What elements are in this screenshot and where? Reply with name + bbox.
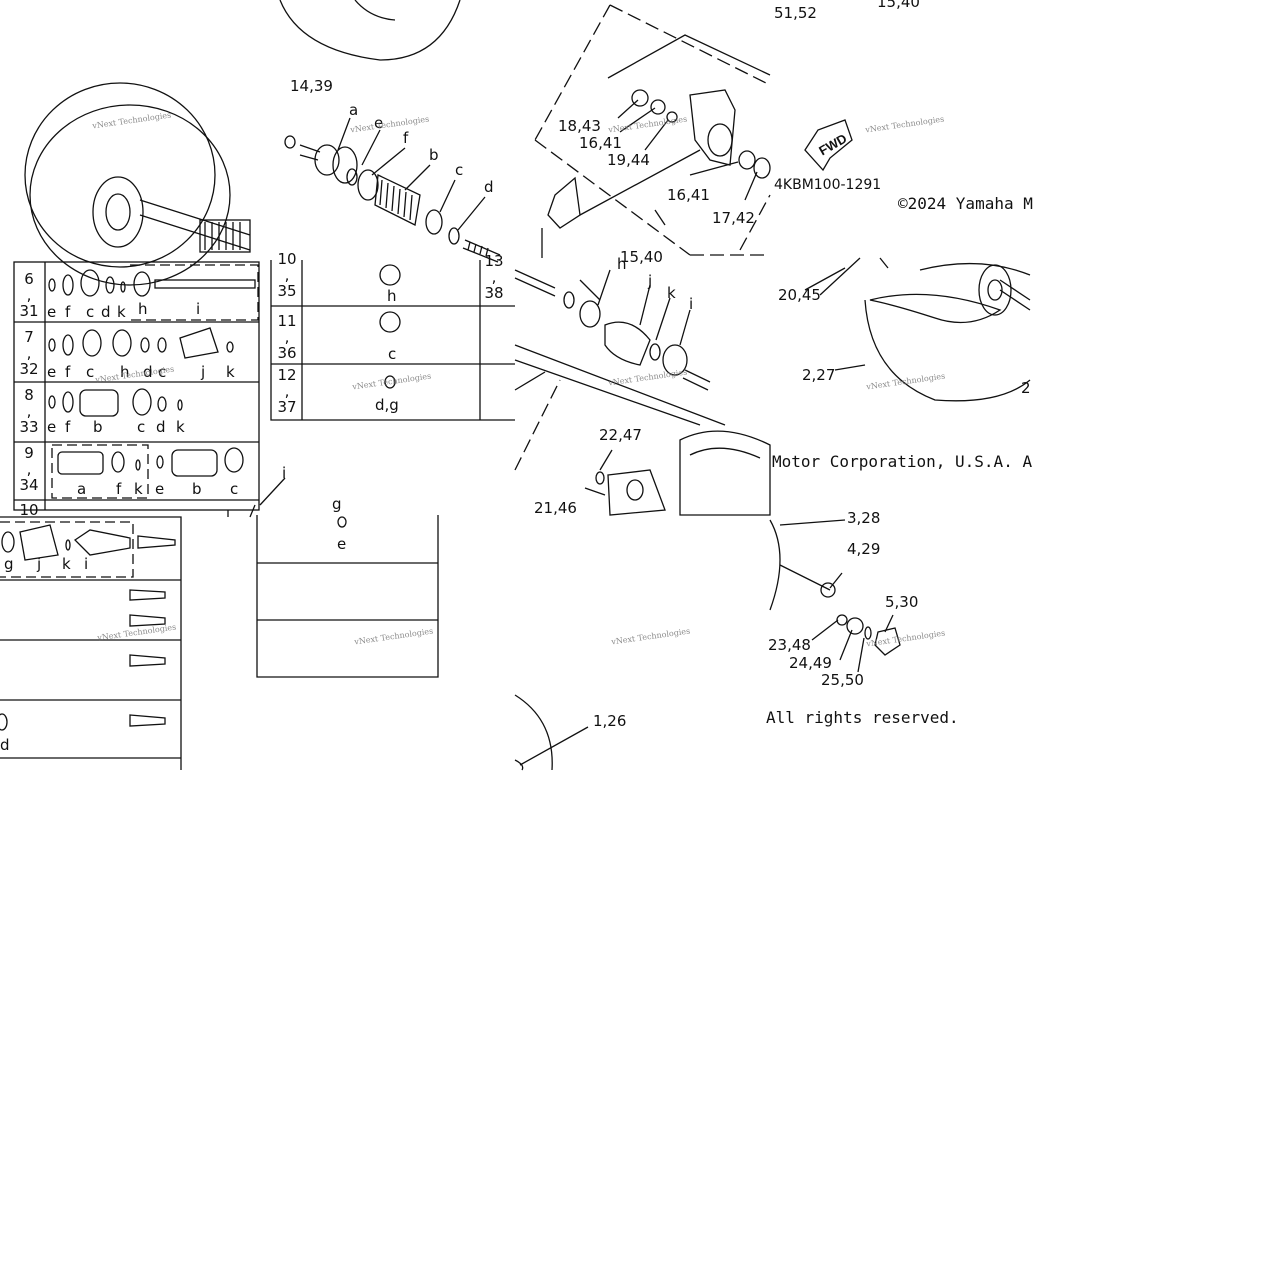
- callout-22-47: 22,47: [599, 426, 642, 444]
- lower-i: i: [84, 555, 89, 573]
- row6-c: c: [86, 303, 95, 321]
- steering-knuckle-assembly: [534, 4, 853, 258]
- copyright-text: ©2024 Yamaha M: [898, 194, 1033, 213]
- row8-b: b: [93, 418, 103, 436]
- row9-b: b: [192, 480, 202, 498]
- row9-f: f: [116, 480, 122, 498]
- table-row-label-6-31: 6 , 31: [19, 270, 39, 320]
- label-g-lower: g: [332, 495, 342, 513]
- label-e-lower: e: [337, 535, 347, 553]
- table-row-label-11-36: 11 , 36: [277, 312, 297, 362]
- table-row-label-10-35: 10 , 35: [277, 250, 297, 300]
- row7-e: e: [47, 363, 57, 381]
- row9-a: a: [77, 480, 87, 498]
- label-e: e: [374, 114, 384, 132]
- row6-f: f: [65, 303, 71, 321]
- callout-51-52: 51,52: [774, 4, 817, 22]
- callout-16-41-b: 16,41: [667, 186, 710, 204]
- label-j: j: [648, 272, 653, 290]
- table-row-label-12-37: 12 , 37: [277, 366, 297, 416]
- table-row-label-10: 10: [19, 501, 39, 519]
- parts-table-left: [13, 261, 260, 511]
- label-i-lower: i: [282, 464, 287, 482]
- callout-15-40-top: 15,40: [877, 0, 920, 11]
- row7-f: f: [65, 363, 71, 381]
- wheel-assembly-left: [24, 82, 251, 286]
- callout-18-43: 18,43: [558, 117, 601, 135]
- row8-c: c: [137, 418, 146, 436]
- row6-e: e: [47, 303, 57, 321]
- table-row-label-9-34: 9 , 34: [19, 444, 39, 494]
- hub-brake-assembly: [514, 379, 771, 516]
- parts-table-lower: [0, 477, 439, 770]
- row6-k: k: [117, 303, 126, 321]
- label-c: c: [455, 161, 464, 179]
- rtable-c: c: [388, 345, 397, 363]
- callout-23-48: 23,48: [768, 636, 811, 654]
- company-text: Motor Corporation, U.S.A. A: [772, 452, 1033, 471]
- row7-d: d: [143, 363, 153, 381]
- label-a: a: [349, 101, 359, 119]
- table-row-label-8-33: 8 , 33: [19, 386, 39, 436]
- parts-table-right: [270, 260, 515, 421]
- label-h: h: [617, 255, 627, 273]
- row7-k: k: [226, 363, 235, 381]
- outer-cv-joint-assembly: [514, 269, 726, 426]
- row7-c: c: [86, 363, 95, 381]
- row6-d: d: [101, 303, 111, 321]
- callout-14-39: 14,39: [290, 77, 333, 95]
- row9-c: c: [230, 480, 239, 498]
- rights-text: All rights reserved.: [766, 708, 959, 727]
- callout-17-42: 17,42: [712, 209, 755, 227]
- lower-k: k: [62, 555, 71, 573]
- label-b: b: [429, 146, 439, 164]
- callout-4-29: 4,29: [847, 540, 881, 558]
- hub-nut-assembly: [769, 519, 901, 673]
- row7-h: h: [120, 363, 130, 381]
- row6-i: i: [196, 300, 201, 318]
- callout-15-40: 15,40: [620, 248, 663, 266]
- callout-2: 2: [1021, 379, 1031, 397]
- row8-e: e: [47, 418, 57, 436]
- drive-shaft-assembly: [284, 117, 501, 263]
- callout-25-50: 25,50: [821, 671, 864, 689]
- diagram-code: 4KBM100-1291: [774, 177, 882, 193]
- lower-g: g: [4, 555, 14, 573]
- label-d: d: [484, 178, 494, 196]
- row8-f: f: [65, 418, 71, 436]
- row8-d: d: [156, 418, 166, 436]
- label-i: i: [689, 295, 694, 313]
- rtable-h: h: [387, 287, 397, 305]
- callout-21-46: 21,46: [534, 499, 577, 517]
- callout-19-44: 19,44: [607, 151, 650, 169]
- row7-j: j: [201, 363, 206, 381]
- callout-3-28: 3,28: [847, 509, 881, 527]
- row8-k: k: [176, 418, 185, 436]
- row7-c2: c: [158, 363, 167, 381]
- row9-k: k: [134, 480, 143, 498]
- table-row-label-7-32: 7 , 32: [19, 328, 39, 378]
- lower-d: d: [0, 736, 10, 754]
- callout-16-41-a: 16,41: [579, 134, 622, 152]
- callout-5-30: 5,30: [885, 593, 919, 611]
- table-row-label-13-38: 13 , 38: [484, 252, 504, 302]
- rtable-dg: d,g: [375, 396, 399, 414]
- wheel-assembly-right: [804, 257, 1031, 402]
- callout-24-49: 24,49: [789, 654, 832, 672]
- label-k: k: [667, 284, 676, 302]
- callout-1-26: 1,26: [593, 712, 627, 730]
- lower-j: j: [37, 555, 42, 573]
- row6-h: h: [138, 300, 148, 318]
- label-f: f: [403, 129, 409, 147]
- callout-2-27: 2,27: [802, 366, 836, 384]
- row9-e: e: [155, 480, 165, 498]
- callout-20-45: 20,45: [778, 286, 821, 304]
